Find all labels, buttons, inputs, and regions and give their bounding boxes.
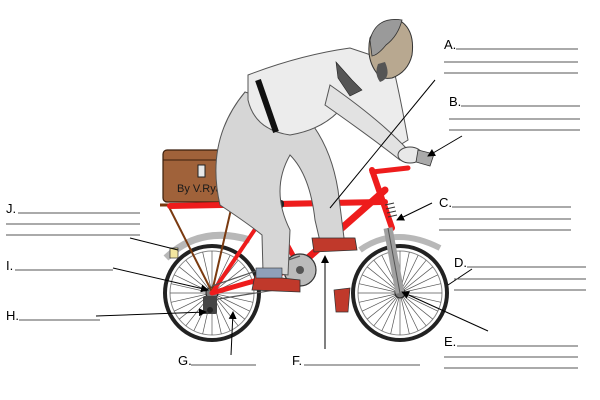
rider — [215, 19, 435, 293]
svg-text:B.: B. — [449, 94, 461, 109]
spoke — [399, 259, 427, 294]
label-C: C. — [439, 195, 571, 231]
spoke — [399, 292, 419, 331]
rear-derailleur — [203, 296, 217, 314]
pointer-lines — [95, 79, 489, 356]
spoke — [399, 274, 438, 294]
label-I: I. — [6, 258, 113, 273]
svg-text:A.: A. — [444, 37, 456, 52]
front-fork — [383, 227, 405, 294]
spoke — [366, 292, 401, 320]
label-G: G. — [178, 353, 256, 368]
spoke — [170, 292, 213, 303]
label-F: F. — [292, 353, 420, 368]
svg-text:H.: H. — [6, 308, 19, 323]
spoke — [390, 292, 401, 335]
svg-text:I.: I. — [6, 258, 13, 273]
suspension-spring — [384, 202, 398, 218]
label-E: E. — [444, 334, 578, 369]
svg-text:J.: J. — [6, 201, 16, 216]
spoke — [211, 292, 254, 303]
label-B: B. — [449, 94, 580, 131]
label-D: D. — [454, 255, 586, 291]
label-J: J. — [6, 201, 140, 236]
spoke — [399, 266, 434, 294]
svg-text:E.: E. — [444, 334, 456, 349]
svg-text:G.: G. — [178, 353, 192, 368]
spoke — [366, 266, 401, 294]
spoke — [358, 283, 401, 294]
rear-reflector — [169, 247, 179, 259]
svg-text:D.: D. — [454, 255, 467, 270]
spoke — [202, 251, 213, 294]
spoke — [362, 274, 401, 294]
label-H: H. — [6, 308, 100, 323]
svg-text:F.: F. — [292, 353, 302, 368]
spoke — [211, 292, 246, 320]
spoke — [358, 292, 401, 303]
spoke — [399, 292, 410, 335]
spoke — [373, 292, 401, 327]
bag-label: By V.Ryan — [177, 183, 228, 195]
svg-text:C.: C. — [439, 195, 452, 210]
spoke — [362, 292, 401, 312]
label-A: A. — [444, 37, 578, 74]
mudflap — [333, 287, 351, 313]
spoke — [381, 292, 401, 331]
front-wheel — [351, 244, 449, 342]
front-mudguard — [358, 234, 442, 253]
spoke — [211, 292, 250, 312]
